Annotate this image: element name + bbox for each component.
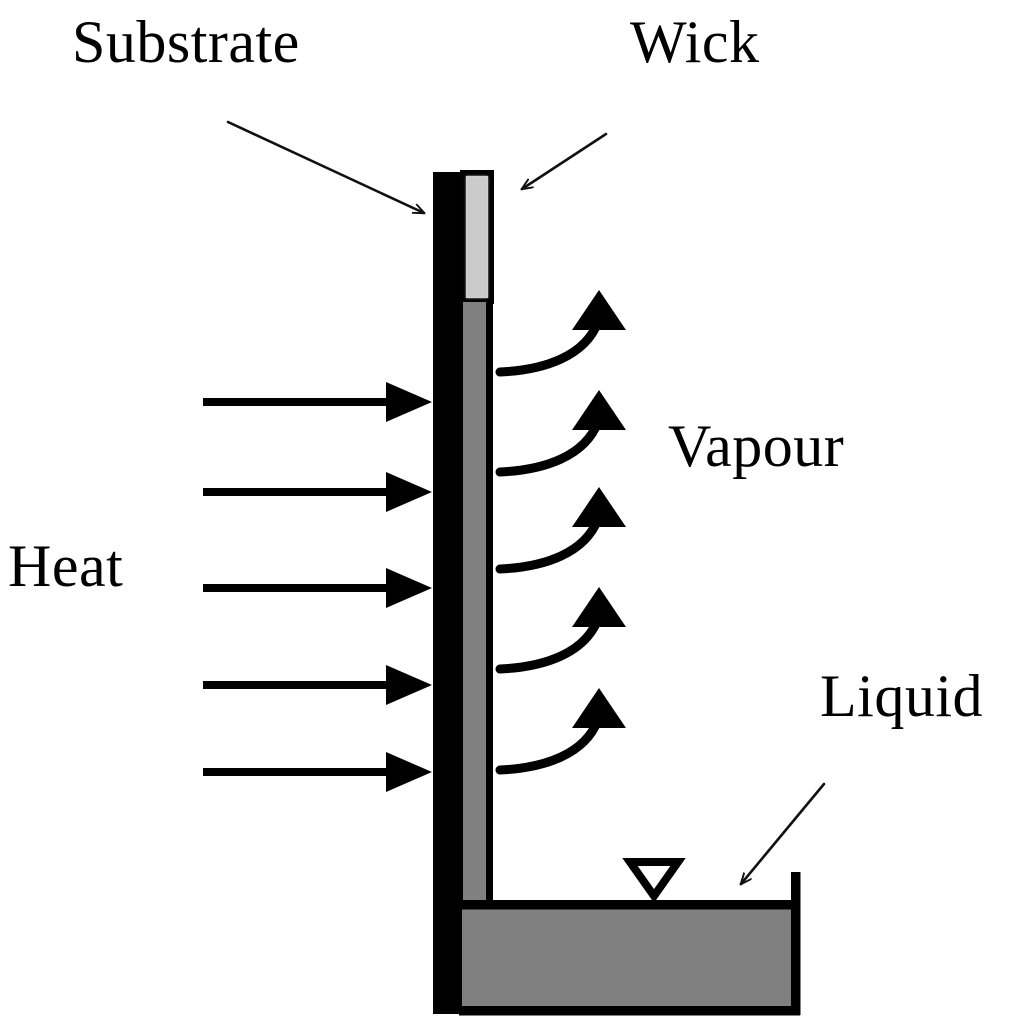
vapour-arrow xyxy=(495,487,626,574)
vapour-arrow xyxy=(495,390,626,477)
heat-arrow xyxy=(203,665,432,705)
wick-pointer-line xyxy=(522,132,608,191)
vapour-arrow xyxy=(495,290,626,377)
label-heat: Heat xyxy=(8,533,124,599)
substrate-wall xyxy=(433,172,463,1014)
vapour-arrow xyxy=(495,587,626,674)
evaporator-column xyxy=(433,170,494,1014)
vapour-arrow xyxy=(495,688,626,775)
substrate-pointer-line xyxy=(226,120,424,215)
label-pointer-group xyxy=(226,120,826,884)
label-liquid: Liquid xyxy=(820,663,983,729)
vapour-arrow-group xyxy=(495,290,626,775)
wick-porous-texture xyxy=(466,176,488,298)
label-substrate: Substrate xyxy=(72,9,300,75)
label-wick: Wick xyxy=(630,9,760,75)
wick-column-right-edge xyxy=(486,302,493,908)
liquid-pointer-line xyxy=(741,782,826,884)
reservoir-liquid-fill xyxy=(462,905,800,1015)
heat-arrow-group xyxy=(203,382,432,792)
heat-arrow xyxy=(203,752,432,792)
heat-arrow xyxy=(203,472,432,512)
reservoir-surface-line xyxy=(462,900,800,909)
liquid-reservoir xyxy=(459,872,801,1016)
heat-arrow xyxy=(203,568,432,608)
reservoir-right-wall xyxy=(791,872,800,1015)
label-vapour: Vapour xyxy=(668,413,845,479)
heat-arrow xyxy=(203,382,432,422)
reservoir-bottom-wall xyxy=(459,1006,800,1015)
wick-saturated-column xyxy=(462,302,488,910)
liquid-level-triangle-icon xyxy=(622,858,686,903)
